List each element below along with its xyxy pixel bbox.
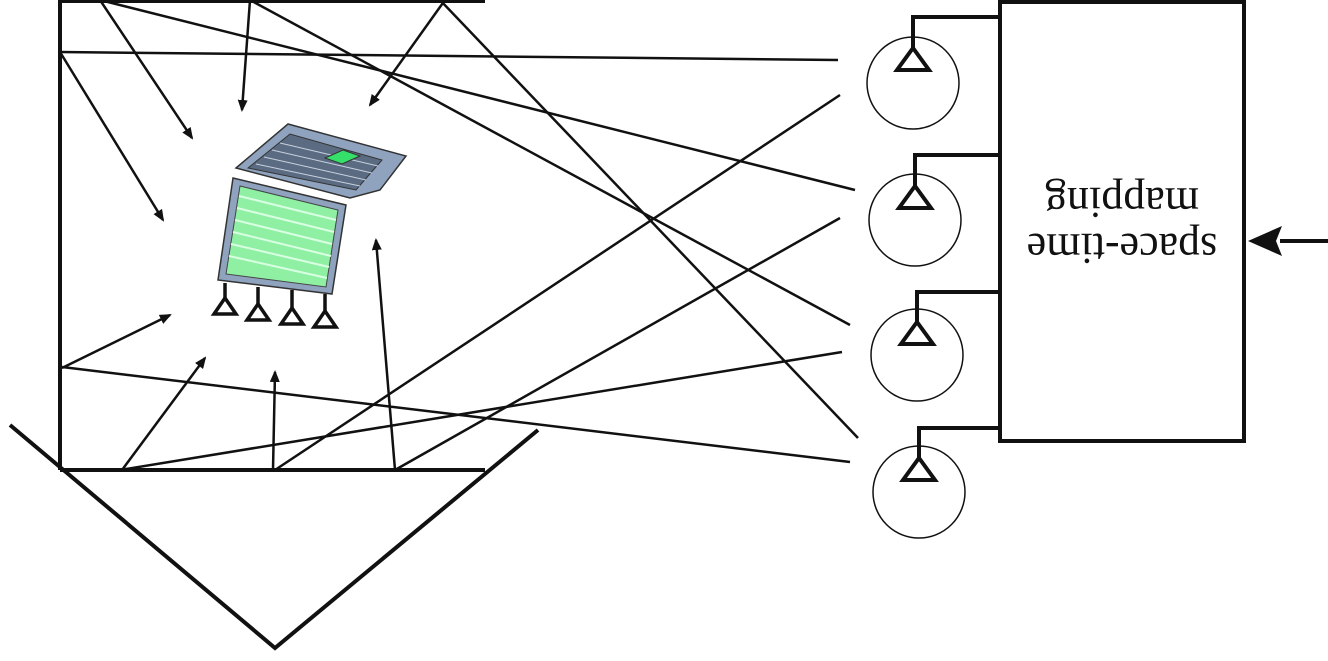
space-time-mapping-block	[998, 0, 1246, 443]
laptop-antenna-array	[210, 283, 340, 329]
screen-lines	[228, 195, 337, 279]
arrow	[371, 238, 397, 471]
converging-arrows	[58, 0, 447, 471]
input-arrow-icon	[1248, 226, 1328, 256]
antenna-icon	[897, 290, 998, 346]
block-label-line1: space-time	[1027, 224, 1218, 273]
arrow	[58, 51, 165, 222]
antenna-icon	[277, 290, 307, 326]
v-reflector	[8, 423, 540, 651]
antenna-icon	[310, 294, 340, 329]
laptop-touchpad	[323, 149, 362, 165]
arrow	[98, 0, 194, 140]
antenna-icon	[893, 15, 998, 72]
ray-path	[394, 216, 841, 472]
laptop-icon	[210, 123, 408, 329]
arrow	[269, 370, 280, 471]
receiver-element	[866, 15, 998, 130]
ray-path	[274, 93, 841, 472]
antenna-icon	[899, 426, 998, 482]
receiver-antennas	[866, 15, 998, 539]
arrow	[368, 0, 447, 107]
block-label: space-time mapping	[1027, 178, 1218, 273]
arrow	[61, 313, 172, 370]
keyboard-keys	[255, 142, 379, 187]
antenna-icon	[243, 287, 273, 322]
receiver-element	[872, 426, 998, 539]
ray-path	[59, 50, 839, 62]
block-label-line2: mapping	[1045, 178, 1199, 227]
propagation-paths	[59, 0, 859, 472]
room-walls	[8, 0, 540, 651]
ray-path	[119, 350, 843, 472]
receiver-element	[868, 153, 998, 267]
antenna-icon	[210, 283, 240, 316]
arrow	[120, 356, 207, 471]
arrow	[237, 0, 252, 112]
receiver-element	[870, 290, 998, 402]
ray-path	[439, 0, 859, 439]
ray-path	[249, 0, 851, 327]
antenna-icon	[895, 153, 998, 210]
ray-path	[99, 0, 856, 192]
